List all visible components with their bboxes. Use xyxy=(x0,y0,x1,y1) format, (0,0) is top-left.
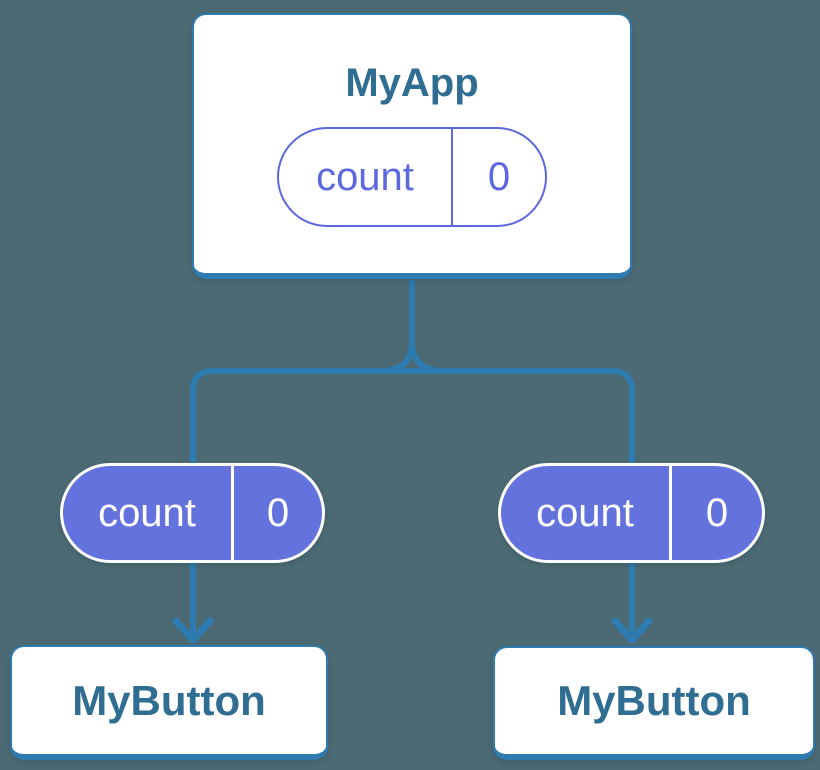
state-pill-value: 0 xyxy=(487,154,511,199)
arrowhead-down-right-icon xyxy=(611,617,653,644)
component-card-mybutton-left: MyButton xyxy=(10,645,328,760)
component-card-mybutton-right: MyButton xyxy=(493,646,815,760)
prop-pill-value: 0 xyxy=(705,490,729,535)
component-title-mybutton-left: MyButton xyxy=(72,676,266,724)
component-card-myapp: MyApp count 0 xyxy=(192,13,632,279)
prop-pill-value: 0 xyxy=(266,490,290,535)
component-title-mybutton-right: MyButton xyxy=(557,677,751,724)
prop-pill-left: count 0 xyxy=(60,463,325,563)
fork-curve-left xyxy=(379,341,415,374)
arrowhead-down-left-icon xyxy=(172,617,214,644)
fork-curve-right xyxy=(409,341,445,374)
prop-pill-name: count xyxy=(63,466,234,560)
prop-pill-right: count 0 xyxy=(498,463,765,563)
state-pill-name: count xyxy=(279,129,453,225)
component-title-myapp: MyApp xyxy=(345,61,479,105)
state-pill-root: count 0 xyxy=(277,127,547,227)
branch-line xyxy=(190,368,635,637)
prop-pill-name: count xyxy=(501,466,672,560)
